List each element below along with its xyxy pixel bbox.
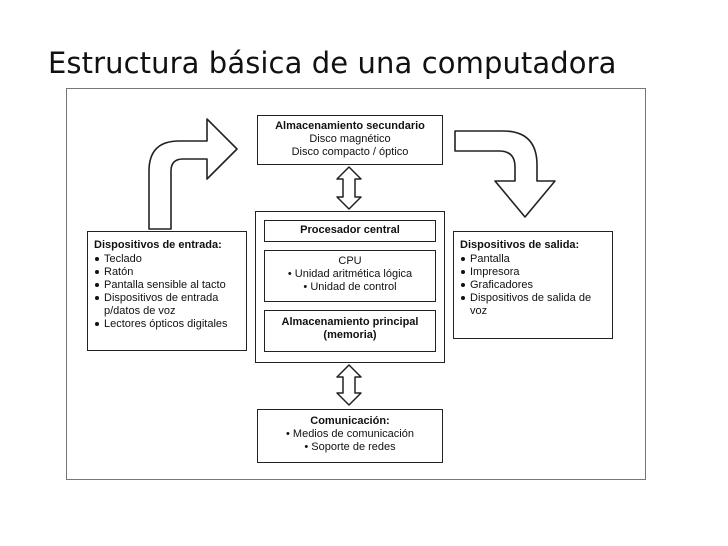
processor-central-label: Procesador central (300, 224, 400, 236)
main-storage-box: Almacenamiento principal (memoria) (264, 310, 436, 352)
storage-exchange-arrow (336, 166, 362, 210)
diagram-arrows (148, 118, 556, 406)
communication-item: • Soporte de redes (304, 441, 396, 453)
secondary-storage-item: Disco compacto / óptico (291, 146, 409, 158)
slide-title: Estructura básica de una computadora (48, 46, 617, 80)
input-devices-heading: Dispositivos de entrada: (94, 239, 222, 251)
communication-heading: Comunicación: (310, 415, 390, 427)
input-flow-arrow (148, 118, 238, 230)
output-device-item: Graficadores (460, 279, 606, 292)
output-devices-heading: Dispositivos de salida: (460, 239, 580, 251)
input-device-item: Lectores ópticos digitales (94, 318, 240, 331)
secondary-storage-item: Disco magnético (309, 133, 391, 145)
cpu-item: • Unidad aritmética lógica (287, 268, 413, 280)
secondary-storage-heading: Almacenamiento secundario (275, 120, 425, 132)
output-devices-box: Dispositivos de salida: Pantalla Impreso… (453, 231, 613, 339)
input-device-item: Ratón (94, 266, 240, 279)
central-processor-box: Procesador central CPU • Unidad aritméti… (255, 211, 445, 363)
processor-central-label-box: Procesador central (264, 220, 436, 242)
output-flow-arrow (454, 130, 556, 218)
communication-item: • Medios de comunicación (286, 428, 414, 440)
secondary-storage-box: Almacenamiento secundario Disco magnétic… (257, 115, 443, 165)
computer-structure-diagram: Almacenamiento secundario Disco magnétic… (66, 88, 646, 480)
cpu-item: • Unidad de control (303, 281, 397, 293)
communication-exchange-arrow (336, 364, 362, 406)
main-storage-heading: Almacenamiento principal (281, 316, 419, 328)
output-device-item: Impresora (460, 266, 606, 279)
input-device-item: Dispositivos de entrada p/datos de voz (94, 292, 240, 318)
input-device-item: Pantalla sensible al tacto (94, 279, 240, 292)
input-device-item: Teclado (94, 253, 240, 266)
main-storage-subheading: (memoria) (323, 329, 377, 341)
output-device-item: Pantalla (460, 253, 606, 266)
input-devices-list: Teclado Ratón Pantalla sensible al tacto… (94, 253, 240, 331)
cpu-heading: CPU (338, 255, 362, 267)
output-devices-list: Pantalla Impresora Graficadores Disposit… (460, 253, 606, 318)
output-device-item: Dispositivos de salida de voz (460, 292, 606, 318)
communication-box: Comunicación: • Medios de comunicación •… (257, 409, 443, 463)
cpu-box: CPU • Unidad aritmética lógica • Unidad … (264, 250, 436, 302)
input-devices-box: Dispositivos de entrada: Teclado Ratón P… (87, 231, 247, 351)
